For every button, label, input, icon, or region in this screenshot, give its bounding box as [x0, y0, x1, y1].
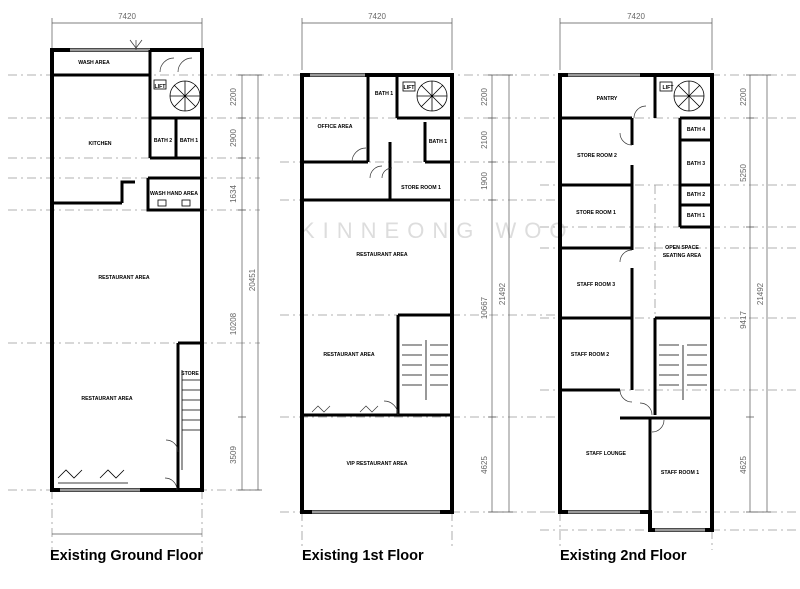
room-label: RESTAURANT AREA — [356, 252, 408, 258]
room-label: RESTAURANT AREA — [98, 275, 150, 281]
dimension: 9417 — [739, 311, 748, 329]
room-label: KITCHEN — [88, 141, 111, 147]
dimension: 5250 — [739, 164, 748, 182]
room-label: STORE ROOM 1 — [576, 210, 616, 216]
floor-title: Existing 1st Floor — [302, 548, 424, 564]
first-floor-plan: 7420 OFFICE AREA BATH 1 LIFT BATH 1 STOR… — [300, 12, 513, 564]
total-dimension: 21492 — [756, 282, 765, 305]
dimension: 10667 — [480, 296, 489, 319]
dimension: 2900 — [229, 129, 238, 147]
room-label: PANTRY — [597, 96, 618, 102]
total-dimension: 21492 — [498, 282, 507, 305]
room-label: WASH AREA — [78, 60, 110, 66]
room-label: BATH 1 — [180, 138, 198, 144]
dimension: 4625 — [739, 456, 748, 474]
dimension: 1634 — [229, 185, 238, 203]
room-label: STORE ROOM 2 — [577, 153, 617, 159]
floor-title: Existing Ground Floor — [50, 548, 203, 564]
room-label: BATH 2 — [687, 192, 705, 198]
room-label: LIFT — [663, 85, 675, 91]
room-label: STAFF ROOM 1 — [661, 470, 699, 476]
room-label: BATH 4 — [687, 127, 705, 133]
width-dimension: 7420 — [118, 12, 136, 21]
room-label: WASH HAND AREA — [150, 191, 198, 197]
dimension: 4625 — [480, 456, 489, 474]
dimension: 2200 — [229, 88, 238, 106]
ground-floor-plan: 7420 WASH AREA LIFT KITCHEN BATH 2 BATH … — [50, 12, 262, 564]
room-label: BATH 1 — [375, 91, 393, 97]
room-label: STAFF ROOM 2 — [571, 352, 609, 358]
room-label: BATH 2 — [154, 138, 172, 144]
second-floor-plan: 7420 PANTRY LIFT STORE ROOM 2 STORE ROOM… — [558, 12, 771, 564]
total-dimension: 20451 — [248, 268, 257, 291]
width-dimension: 7420 — [627, 12, 645, 21]
room-label: RESTAURANT AREA — [81, 396, 133, 402]
dimension: 2200 — [739, 88, 748, 106]
dimension: 2100 — [480, 131, 489, 149]
dimension: 2200 — [480, 88, 489, 106]
room-label: VIP RESTAURANT AREA — [346, 461, 407, 467]
dimension: 10208 — [229, 312, 238, 335]
room-label: OPEN SPACE — [665, 245, 699, 251]
room-label: STORE ROOM 1 — [401, 185, 441, 191]
room-label: BATH 1 — [429, 139, 447, 145]
dimension: 1900 — [480, 172, 489, 190]
room-label: BATH 3 — [687, 161, 705, 167]
room-label: STAFF ROOM 3 — [577, 282, 615, 288]
room-label: RESTAURANT AREA — [323, 352, 375, 358]
room-label: BATH 1 — [687, 213, 705, 219]
room-label: LIFT — [155, 84, 167, 90]
watermark: KINNEONG WOO — [300, 218, 574, 243]
dimension: 3509 — [229, 446, 238, 464]
floor-title: Existing 2nd Floor — [560, 548, 687, 564]
room-label: LIFT — [404, 85, 416, 91]
room-label: SEATING AREA — [663, 253, 702, 259]
room-label: STORE — [181, 371, 199, 377]
room-label: OFFICE AREA — [318, 124, 353, 130]
room-label: STAFF LOUNGE — [586, 451, 626, 457]
width-dimension: 7420 — [368, 12, 386, 21]
